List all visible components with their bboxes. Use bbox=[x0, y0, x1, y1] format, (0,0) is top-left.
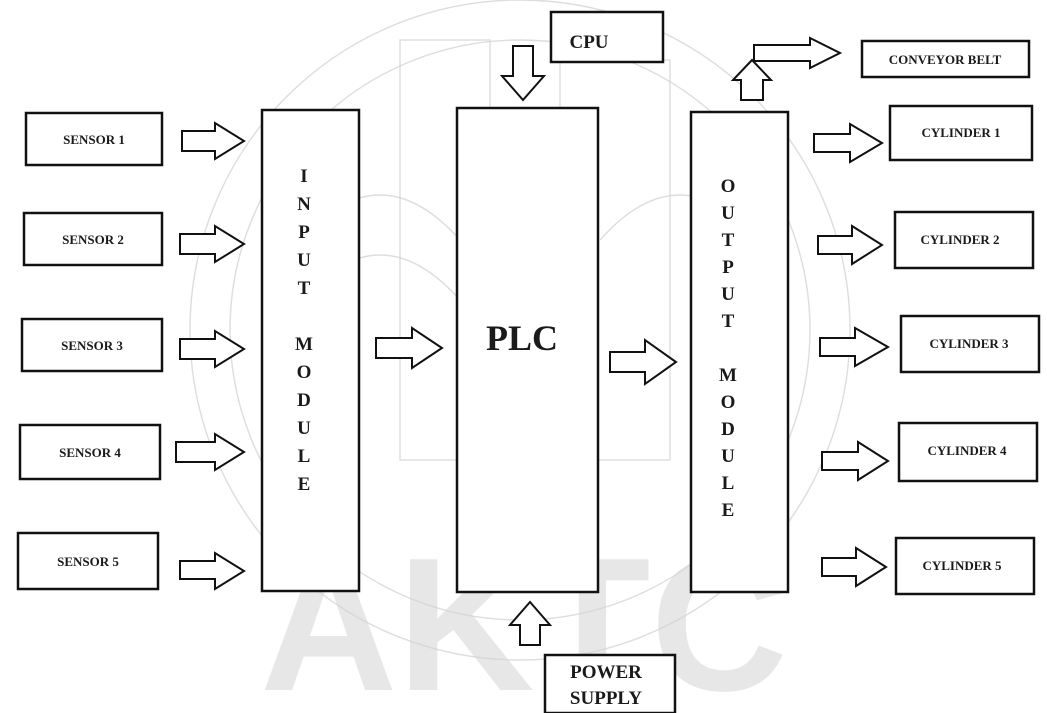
arrow-plc-to-output bbox=[609, 338, 678, 386]
output-module-letter: P bbox=[722, 257, 734, 278]
sensor-1-box: SENSOR 1 bbox=[24, 111, 164, 167]
plc-label: PLC bbox=[486, 318, 558, 358]
cylinder-1-box: CYLINDER 1 bbox=[888, 104, 1034, 162]
arrow-cylinder-2 bbox=[817, 224, 884, 266]
cylinder-group: CYLINDER 1 CYLINDER 2 CYLINDER 3 CYLINDE… bbox=[888, 104, 1041, 596]
arrow-cylinder-1 bbox=[813, 122, 884, 164]
power-supply-line-1: POWER bbox=[570, 662, 642, 683]
cylinder-arrows bbox=[813, 122, 891, 588]
sensor-5-box: SENSOR 5 bbox=[16, 531, 160, 591]
sensor-arrows bbox=[175, 121, 246, 591]
cpu-box: CPU bbox=[549, 10, 665, 64]
cylinder-5-box: CYLINDER 5 bbox=[894, 536, 1036, 596]
cylinder-2-label: CYLINDER 2 bbox=[920, 232, 999, 247]
arrow-sensor-2 bbox=[179, 224, 246, 264]
output-module-letter: M bbox=[719, 365, 737, 386]
output-module-letter: U bbox=[721, 446, 735, 467]
arrow-sensor-5 bbox=[179, 551, 246, 591]
input-module-letter: P bbox=[298, 222, 310, 243]
input-module-letter: E bbox=[298, 474, 311, 495]
sensor-5-label: SENSOR 5 bbox=[57, 554, 119, 569]
input-module-letter: D bbox=[297, 390, 311, 411]
sensor-2-box: SENSOR 2 bbox=[22, 211, 164, 267]
sensor-1-label: SENSOR 1 bbox=[63, 132, 125, 147]
input-module-letter: U bbox=[297, 418, 311, 439]
input-module-letter: L bbox=[298, 446, 311, 467]
input-module-letter: U bbox=[297, 250, 311, 271]
input-module-letter: T bbox=[298, 278, 311, 299]
arrow-input-to-plc bbox=[375, 326, 444, 370]
input-module-letter: M bbox=[295, 334, 313, 355]
cylinder-2-box: CYLINDER 2 bbox=[893, 210, 1035, 270]
output-module-letter: U bbox=[721, 284, 735, 305]
cylinder-3-label: CYLINDER 3 bbox=[929, 336, 1009, 351]
output-module-letter: O bbox=[721, 176, 736, 197]
arrow-cylinder-5 bbox=[821, 546, 888, 588]
cylinder-1-label: CYLINDER 1 bbox=[921, 125, 1000, 140]
power-supply-box: POWER SUPPLY bbox=[543, 653, 677, 713]
output-module-letter: E bbox=[722, 500, 735, 521]
cpu-label: CPU bbox=[569, 32, 608, 53]
output-module-letter: D bbox=[721, 419, 735, 440]
sensor-3-box: SENSOR 3 bbox=[20, 317, 164, 373]
sensor-4-box: SENSOR 4 bbox=[18, 423, 162, 481]
cylinder-3-box: CYLINDER 3 bbox=[899, 314, 1041, 374]
arrow-sensor-1 bbox=[181, 121, 246, 161]
sensor-4-label: SENSOR 4 bbox=[59, 445, 121, 460]
arrow-to-conveyor bbox=[753, 36, 843, 70]
conveyor-belt-label: CONVEYOR BELT bbox=[889, 52, 1002, 67]
arrow-cylinder-3 bbox=[819, 326, 891, 368]
cylinder-4-label: CYLINDER 4 bbox=[927, 443, 1007, 458]
cylinder-4-box: CYLINDER 4 bbox=[897, 421, 1039, 483]
sensor-3-label: SENSOR 3 bbox=[61, 338, 123, 353]
output-module-letter: T bbox=[722, 311, 735, 332]
arrow-output-up bbox=[730, 58, 774, 101]
sensor-2-label: SENSOR 2 bbox=[62, 232, 124, 247]
output-module-letter: O bbox=[721, 392, 736, 413]
arrow-sensor-3 bbox=[179, 329, 246, 369]
output-module-letter: T bbox=[722, 230, 735, 251]
arrow-sensor-4 bbox=[175, 432, 246, 472]
arrow-power-to-plc bbox=[507, 600, 553, 646]
plc-block: PLC bbox=[455, 106, 600, 594]
input-module-letter: O bbox=[297, 362, 312, 383]
output-module-letter: L bbox=[722, 473, 735, 494]
cylinder-5-label: CYLINDER 5 bbox=[922, 558, 1002, 573]
conveyor-belt-box: CONVEYOR BELT bbox=[860, 39, 1031, 79]
arrow-cpu-to-plc bbox=[499, 45, 547, 102]
arrow-cylinder-4 bbox=[821, 440, 890, 482]
sensor-group: SENSOR 1 SENSOR 2 SENSOR 3 SENSOR 4 SENS… bbox=[16, 111, 164, 591]
power-supply-line-2: SUPPLY bbox=[570, 688, 642, 709]
input-module-letter: I bbox=[300, 166, 307, 187]
input-module-letter: N bbox=[297, 194, 311, 215]
output-module-letter: U bbox=[721, 203, 735, 224]
